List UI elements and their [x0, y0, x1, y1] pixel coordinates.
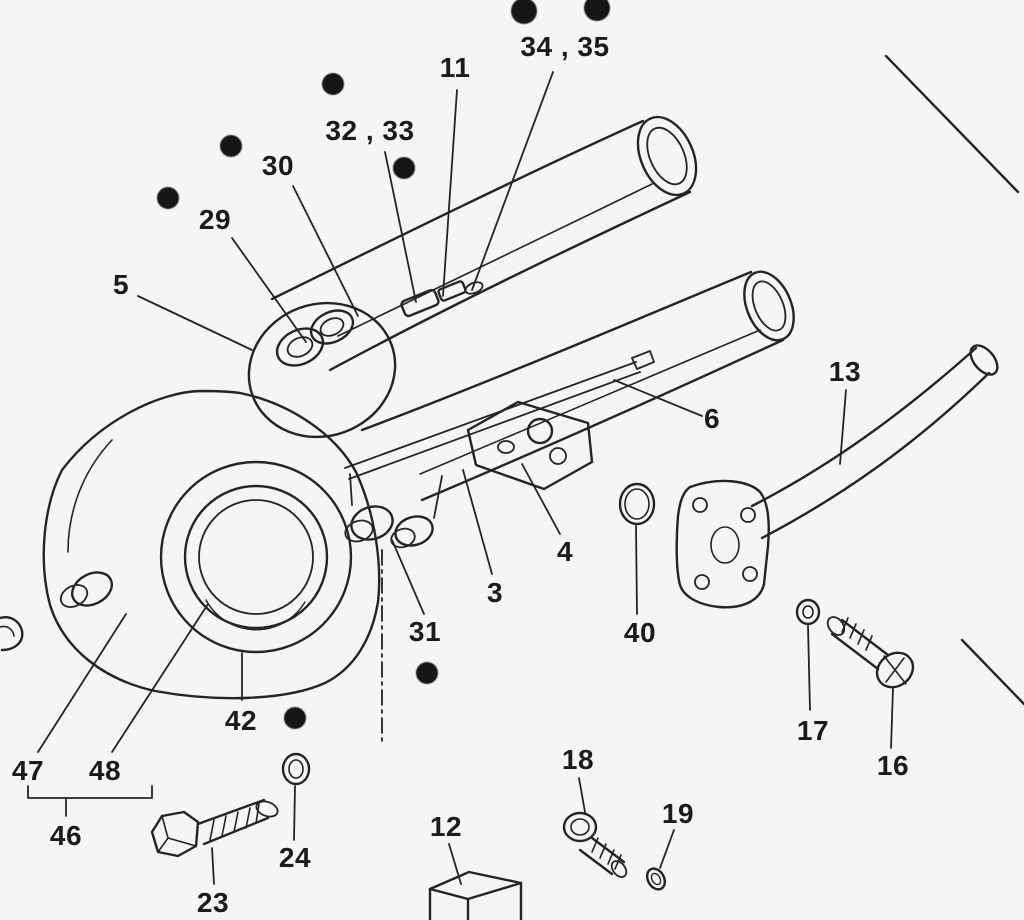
bullet-marker [284, 707, 306, 729]
callout-29: 29 [198, 204, 232, 235]
piston-rod [344, 350, 655, 480]
adjacent-structure-lines [884, 54, 1024, 706]
port-flange [675, 479, 770, 609]
bullet-marker [584, 0, 610, 21]
callout-42: 42 [224, 705, 258, 736]
callout-11: 11 [439, 52, 471, 83]
rod-tube [360, 270, 795, 502]
block-12 [428, 870, 523, 920]
callout-5: 5 [112, 269, 130, 300]
callout-12: 12 [429, 811, 463, 842]
bullet-marker [416, 662, 438, 684]
callout-48: 48 [88, 755, 122, 786]
o-ring [618, 482, 656, 526]
callout-40: 40 [623, 617, 657, 648]
callout-6: 6 [703, 403, 721, 434]
callout-24: 24 [278, 842, 312, 873]
callout-34-35: 34 , 35 [520, 31, 610, 62]
leader-lines [27, 71, 894, 885]
callout-3: 3 [486, 577, 504, 608]
callout-47: 47 [11, 755, 45, 786]
callout-30: 30 [261, 150, 295, 181]
callout-17: 17 [796, 715, 830, 746]
bullet-marker [322, 73, 344, 95]
bullet-marker [157, 187, 179, 209]
callout-46: 46 [49, 820, 83, 851]
callout-18: 18 [561, 744, 595, 775]
edge-part [0, 616, 24, 652]
cylinder-tube [270, 115, 698, 372]
callout-16: 16 [876, 750, 910, 781]
bolt-18 [562, 811, 628, 878]
bullet-marker [220, 135, 242, 157]
callout-23: 23 [196, 887, 230, 918]
bullet-marker [511, 0, 537, 24]
callout-13: 13 [828, 356, 862, 387]
gland-assembly [247, 280, 594, 549]
callout-19: 19 [661, 798, 695, 829]
bent-pipe [750, 344, 999, 540]
bullet-marker [393, 157, 415, 179]
callout-31: 31 [408, 616, 442, 647]
bolt-16 [826, 616, 915, 689]
washer-19 [645, 867, 667, 891]
rod-eye-body [42, 389, 381, 700]
callout-32-33: 32 , 33 [325, 115, 415, 146]
bolt-23 [150, 798, 279, 858]
washer-17 [795, 598, 821, 626]
washer-24 [281, 752, 311, 786]
callout-4: 4 [556, 536, 574, 567]
